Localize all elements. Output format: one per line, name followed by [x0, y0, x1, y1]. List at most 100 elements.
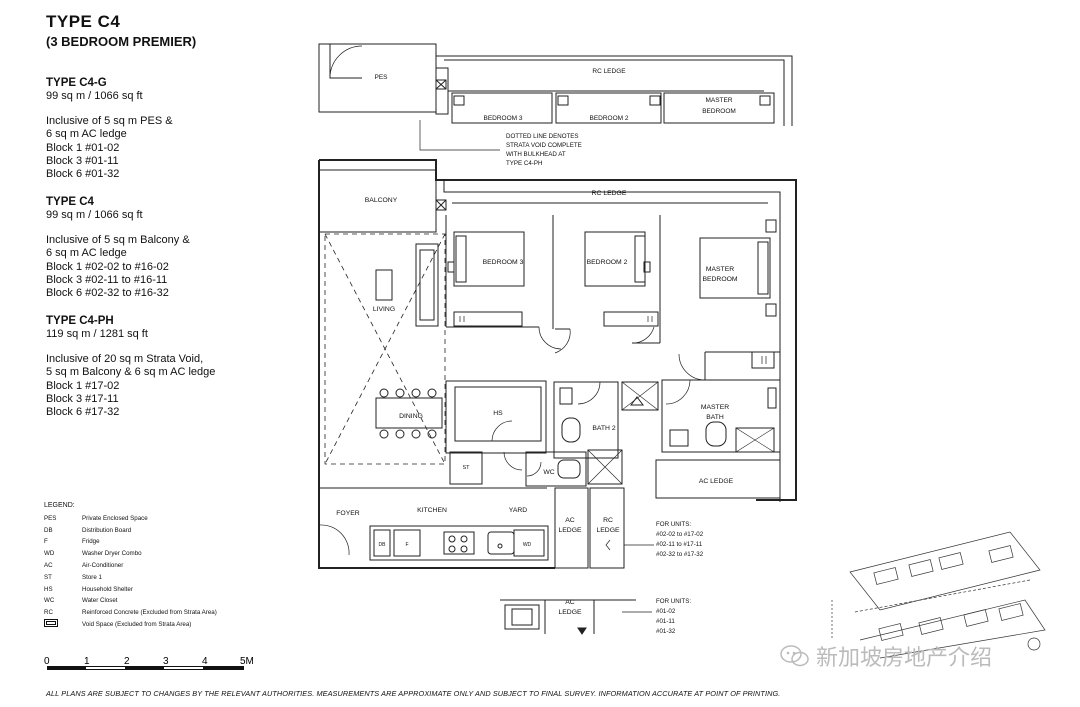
unit-type-line: 5 sq m Balcony & 6 sq m AC ledge	[46, 366, 216, 379]
yard-shower	[587, 449, 623, 485]
scale-tick: 2	[124, 656, 130, 667]
unit-type-line: Inclusive of 5 sq m PES &	[46, 114, 173, 127]
wardrobe	[751, 351, 775, 369]
legend-abbr: WD	[44, 550, 55, 558]
unit-type-area: 99 sq m / 1066 sq ft	[46, 209, 143, 222]
unit-type-line: Block 1 #02-02 to #16-02	[46, 260, 169, 273]
for-units-label: #02-32 to #17-32	[656, 551, 704, 558]
scale-tick: 5M	[240, 656, 254, 667]
wc-area	[525, 451, 587, 487]
legend-abbr: F	[44, 538, 48, 546]
unit-type-name: TYPE C4	[46, 196, 94, 208]
legend-desc: Private Enclosed Space	[82, 514, 148, 522]
legend-item: PES Private Enclosed Space	[44, 513, 244, 525]
scale-bar: 0 1 2 3 4 5M	[44, 656, 254, 670]
db-label: DB	[379, 542, 387, 548]
strata-note: WITH BULKHEAD AT	[506, 151, 566, 158]
for-units-label: #01-02	[656, 608, 676, 615]
upper-master-label: MASTER	[705, 97, 732, 104]
legend-abbr: PES	[44, 514, 57, 522]
pes-label: PES	[374, 74, 388, 81]
foyer-label: FOYER	[336, 510, 360, 517]
fridge-label: F	[405, 542, 408, 548]
outer-wall-left	[318, 160, 555, 569]
legend-desc: Fridge	[82, 538, 100, 546]
unit-type-name: TYPE C4-G	[46, 77, 107, 89]
household-shelter	[454, 386, 542, 442]
ac-ledge-label: AC LEDGE	[699, 478, 734, 485]
unit-type-line: Block 3 #02-11 to #16-11	[46, 274, 168, 287]
wd-label: WD	[523, 542, 532, 548]
bed	[453, 231, 525, 287]
upper-outline	[436, 55, 793, 126]
upper-bedroom3	[451, 92, 553, 124]
unit-type-line: 6 sq m AC ledge	[46, 247, 127, 260]
unit-type-c4: TYPE C4 99 sq m / 1066 sq ft Inclusive o…	[46, 196, 296, 301]
unit-type-line: Block 1 #17-02	[46, 379, 120, 392]
scale-tick: 3	[163, 656, 169, 667]
ac-ledge-v-label: AC	[565, 517, 575, 524]
legend-desc: Washer Dryer Combo	[82, 550, 142, 558]
hs-label: HS	[493, 410, 503, 417]
legend-abbr: ST	[44, 573, 52, 581]
ac-ledge-v	[554, 487, 589, 569]
strata-note: TYPE C4-PH	[506, 160, 542, 167]
master-bath-label: MASTER	[701, 404, 729, 411]
master-bath	[661, 379, 781, 453]
upper-bedroom3-label: BEDROOM 3	[483, 115, 522, 122]
legend-desc: Store 1	[82, 573, 102, 581]
unit-type-c4g: TYPE C4-G 99 sq m / 1066 sq ft Inclusive…	[46, 77, 296, 182]
void-marker	[435, 79, 447, 90]
rc-ledge-v	[589, 487, 625, 569]
ac-ledge	[655, 459, 781, 499]
unit-type-line: Block 6 #02-32 to #16-32	[46, 287, 169, 300]
disclaimer: ALL PLANS ARE SUBJECT TO CHANGES BY THE …	[46, 689, 781, 698]
ac-unit	[453, 95, 465, 106]
site-block-upper	[849, 531, 1041, 611]
for-units-label: #01-11	[656, 618, 675, 625]
upper-bedroom2	[555, 92, 662, 124]
legend-heading: LEGEND:	[44, 502, 75, 509]
sofa	[415, 243, 439, 327]
key-plan	[831, 531, 1046, 659]
note-leader	[419, 120, 500, 151]
site-block-lower	[859, 599, 1046, 659]
wardrobe	[453, 311, 523, 327]
rc-ledge-inner	[443, 180, 781, 502]
wc-label: WC	[543, 469, 554, 476]
unit-type-line: 6 sq m AC ledge	[46, 128, 127, 141]
legend-abbr: WC	[44, 597, 55, 605]
yard-label: YARD	[509, 507, 527, 514]
unit-type-name: TYPE C4-PH	[46, 315, 114, 327]
upper-master-label: BEDROOM	[702, 108, 736, 115]
plan-title: TYPE C4	[46, 12, 121, 31]
unit-type-line: Inclusive of 20 sq m Strata Void,	[46, 352, 204, 365]
scale-tick: 0	[44, 656, 50, 667]
bed	[699, 237, 771, 299]
rc-ledge-label: RC LEDGE	[592, 190, 627, 197]
hs-wall	[445, 380, 547, 454]
scale-tick: 4	[202, 656, 208, 667]
legend-abbr: RC	[44, 609, 53, 617]
wardrobe	[603, 311, 659, 327]
building-cluster	[873, 545, 1024, 641]
unit-type-area: 99 sq m / 1066 sq ft	[46, 90, 143, 103]
dining-table	[375, 397, 443, 429]
master-bath-label: BATH	[706, 414, 724, 421]
north-arrow-icon	[1027, 637, 1041, 651]
pes-door-swing	[329, 45, 363, 79]
outer-wall-top	[319, 159, 797, 501]
column	[435, 67, 449, 115]
watermark: 新加坡房地产介绍	[780, 640, 992, 672]
coffee-table	[375, 269, 393, 301]
legend-desc: Distribution Board	[82, 526, 132, 534]
legend-desc: Air-Conditioner	[82, 561, 124, 569]
ac-ledge-lower-label: LEDGE	[558, 609, 582, 616]
void-space-icon	[44, 618, 82, 632]
watermark-text: 新加坡房地产介绍	[816, 645, 993, 670]
